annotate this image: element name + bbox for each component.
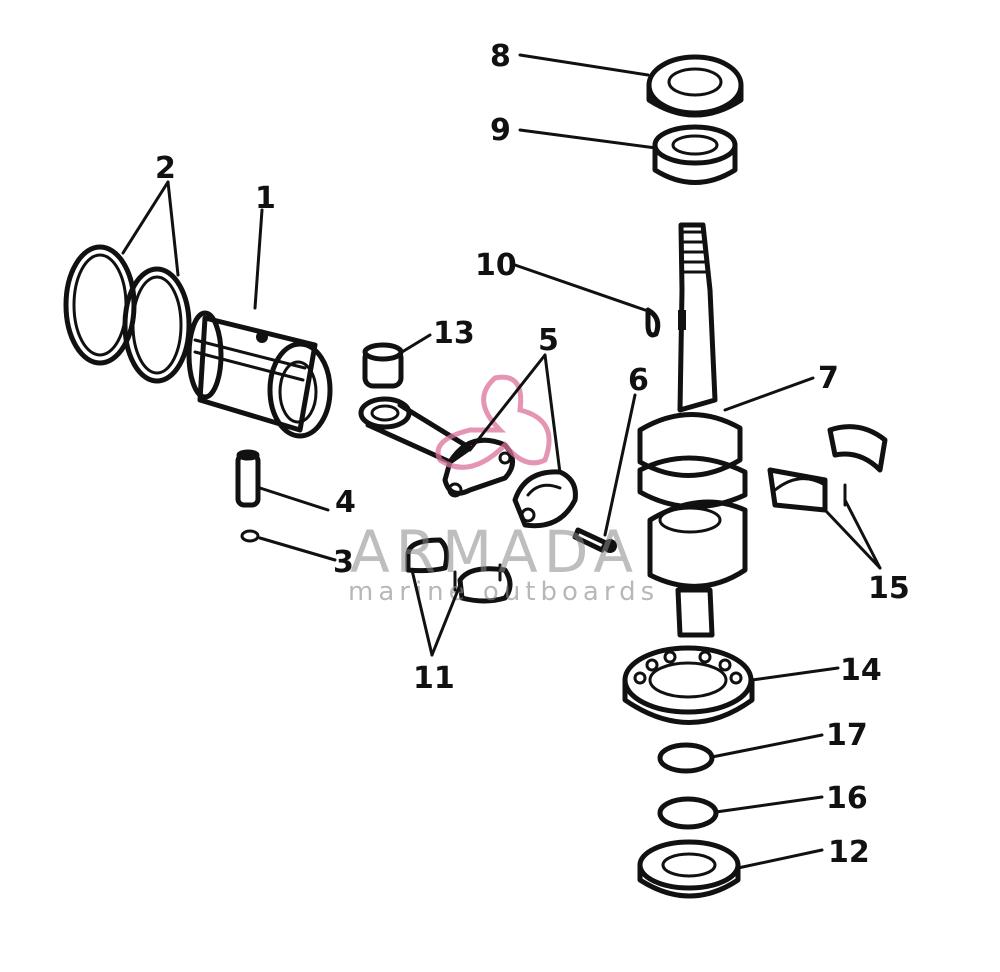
ball-bearing[interactable] [622,645,755,725]
woodruff-key[interactable] [645,307,661,338]
callout-4: 4 [335,485,356,520]
callout-16: 16 [826,781,868,816]
main-bearing-halves[interactable] [767,424,888,513]
retaining-ring[interactable] [657,742,715,774]
cap-screw[interactable] [572,527,617,553]
connecting-rod[interactable] [358,396,515,498]
callout-3: 3 [333,545,354,580]
callout-2: 2 [155,151,176,186]
pin-retainer[interactable] [240,529,260,543]
upper-seal[interactable] [646,54,744,118]
lower-seal[interactable] [637,839,741,899]
crankshaft[interactable] [637,222,748,638]
callout-9: 9 [490,113,511,148]
propeller-logo [435,374,552,470]
callout-15: 15 [868,571,910,606]
callout-10: 10 [475,248,517,283]
callout-1: 1 [255,181,276,216]
wrist-pin-bearing[interactable] [362,342,404,389]
callout-11: 11 [413,661,455,696]
callout-labels: 1 2 3 4 5 6 7 8 9 10 11 12 13 14 15 16 1… [155,39,910,870]
piston[interactable] [186,310,333,439]
callout-12: 12 [828,835,870,870]
piston-pin[interactable] [235,449,261,508]
callout-8: 8 [490,39,511,74]
connecting-rod-cap[interactable] [512,469,578,529]
leader-lines [121,53,882,870]
callout-13: 13 [433,316,475,351]
callout-5: 5 [538,323,559,358]
watermark-brand: ARMADA [350,518,639,586]
callout-7: 7 [818,361,839,396]
crankpin-bearing-halves[interactable] [405,537,513,604]
watermark-tagline: marine outboards [348,577,659,607]
armada-watermark: ARMADA marine outboards [348,374,659,607]
callout-17: 17 [826,718,868,753]
upper-needle-bearing[interactable] [652,124,738,185]
piston-rings[interactable] [63,244,192,384]
callout-14: 14 [840,653,882,688]
spacer-ring[interactable] [657,796,719,830]
callout-6: 6 [628,363,649,398]
